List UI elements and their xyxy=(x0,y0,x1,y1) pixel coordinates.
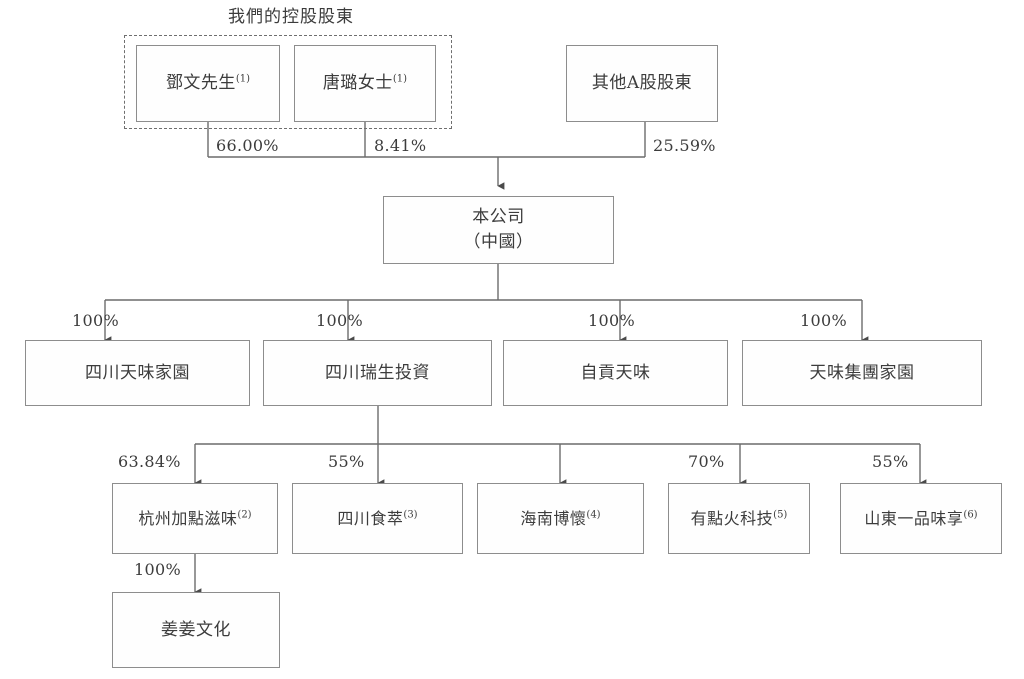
node-sichuan-tianwei-jiayuan[interactable]: 四川天味家園 xyxy=(25,340,250,406)
ownership-label-shandong-yipin-weixiang: 55% xyxy=(872,452,909,471)
footnote-marker: (1) xyxy=(235,73,251,85)
node-deng-wen[interactable]: 鄧文先生(1) xyxy=(136,45,280,122)
ownership-label-jiangjiang-culture: 100% xyxy=(134,560,181,579)
footnote-marker: (5) xyxy=(773,509,788,521)
ownership-label-zigong-tianwei: 100% xyxy=(588,311,635,330)
ownership-label-hangzhou-jiadian-ziwei: 63.84% xyxy=(118,452,181,471)
ownership-label-sichuan-shicui: 55% xyxy=(328,452,365,471)
ownership-label-tang-lu: 8.41% xyxy=(374,136,427,155)
node-youdianhuo-technology[interactable]: 有點火科技(5) xyxy=(668,483,810,554)
ownership-label-sichuan-ruisheng-investment: 100% xyxy=(316,311,363,330)
node-label: 杭州加點滋味(2) xyxy=(138,508,252,528)
node-label: 山東一品味享(6) xyxy=(864,508,978,528)
node-label: 姜姜文化 xyxy=(161,619,231,640)
node-label: 四川天味家園 xyxy=(85,362,190,383)
node-label: 其他A股股東 xyxy=(591,73,693,94)
node-label: 唐璐女士(1) xyxy=(322,73,408,94)
node-label: 鄧文先生(1) xyxy=(165,73,251,94)
node-sichuan-ruisheng-investment[interactable]: 四川瑞生投資 xyxy=(263,340,492,406)
node-label: 有點火科技(5) xyxy=(690,508,788,528)
node-jiangjiang-culture[interactable]: 姜姜文化 xyxy=(112,592,280,668)
company-name: 本公司 xyxy=(472,206,525,227)
node-hainan-bohuai[interactable]: 海南博懷(4) xyxy=(477,483,644,554)
node-zigong-tianwei[interactable]: 自貢天味 xyxy=(503,340,728,406)
company-jurisdiction: （中國） xyxy=(463,232,534,252)
node-tianwei-group-jiayuan[interactable]: 天味集團家園 xyxy=(742,340,982,406)
node-other-a-share-shareholders[interactable]: 其他A股股東 xyxy=(566,45,718,122)
ownership-label-other-a-share: 25.59% xyxy=(653,136,716,155)
ownership-label-sichuan-tianwei-jiayuan: 100% xyxy=(72,311,119,330)
node-label: 自貢天味 xyxy=(580,362,651,383)
node-hangzhou-jiadian-ziwei[interactable]: 杭州加點滋味(2) xyxy=(112,483,278,554)
node-label: 海南博懷(4) xyxy=(520,508,601,528)
node-label: 四川瑞生投資 xyxy=(325,362,430,383)
controlling-shareholder-group xyxy=(124,35,452,129)
footnote-marker: (6) xyxy=(963,509,978,521)
controlling-shareholder-group-title: 我們的控股股東 xyxy=(228,7,354,27)
footnote-marker: (2) xyxy=(237,509,252,521)
ownership-label-tianwei-group-jiayuan: 100% xyxy=(800,311,847,330)
node-tang-lu[interactable]: 唐璐女士(1) xyxy=(294,45,436,122)
footnote-marker: (4) xyxy=(586,509,601,521)
node-sichuan-shicui[interactable]: 四川食萃(3) xyxy=(292,483,463,554)
node-shandong-yipin-weixiang[interactable]: 山東一品味享(6) xyxy=(840,483,1002,554)
ownership-label-youdianhuo-technology: 70% xyxy=(688,452,725,471)
ownership-label-deng-wen: 66.00% xyxy=(216,136,279,155)
node-label: 四川食萃(3) xyxy=(337,508,418,528)
footnote-marker: (3) xyxy=(403,509,418,521)
footnote-marker: (1) xyxy=(392,73,408,85)
node-company[interactable]: 本公司 （中國） xyxy=(383,196,614,264)
node-label: 天味集團家園 xyxy=(809,362,915,383)
